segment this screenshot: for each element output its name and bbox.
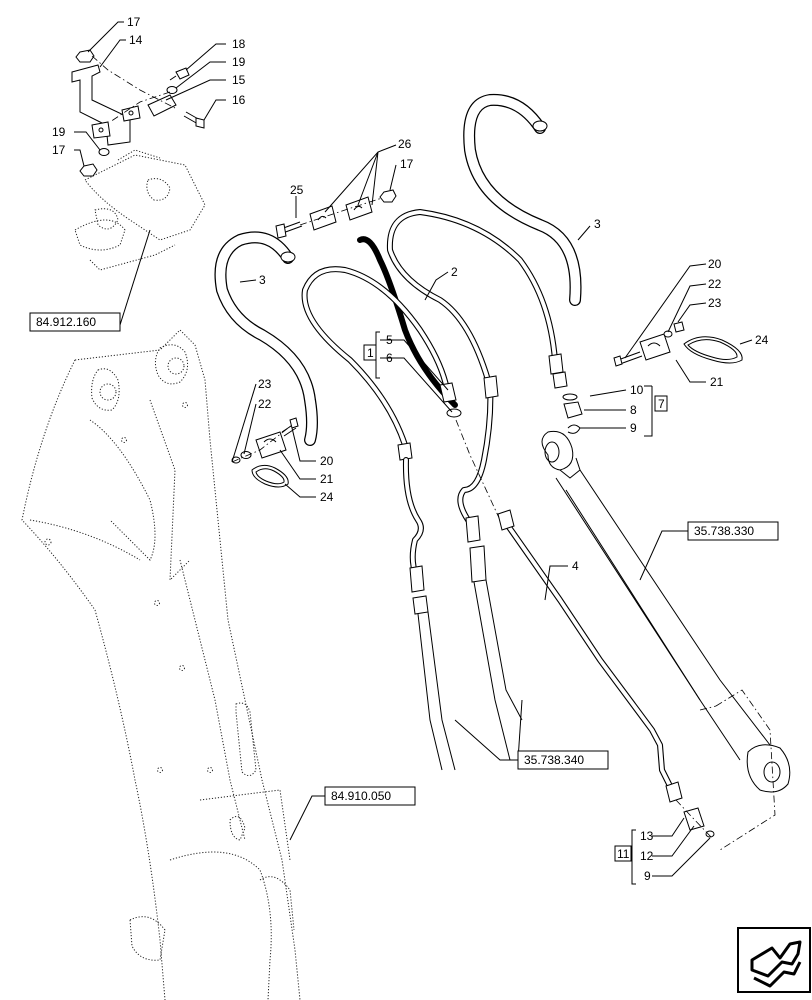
hose-to-cylinder-mid — [455, 375, 523, 761]
callout-14: 14 — [129, 33, 143, 47]
callout-3: 3 — [594, 217, 601, 231]
boom-outline — [21, 329, 301, 1000]
kit-box-11 — [614, 845, 632, 862]
callout-7: 7 — [658, 397, 665, 411]
clamp-assembly-right — [613, 321, 743, 367]
callout-9: 9 — [644, 869, 651, 883]
reference-box-boom-bracket[interactable] — [29, 312, 121, 332]
hydraulic-cylinder — [541, 393, 791, 851]
reference-boxes: 84.912.160 35.738.330 35.738.340 84.910.… — [29, 312, 779, 806]
callout-25: 25 — [290, 183, 304, 197]
reference-84-910-050[interactable]: 84.910.050 — [331, 789, 391, 803]
callout-19: 19 — [232, 55, 246, 69]
callout-17: 17 — [52, 143, 66, 157]
callout-19: 19 — [52, 125, 66, 139]
callout-11: 11 — [617, 847, 630, 861]
callout-16: 16 — [232, 93, 246, 107]
callout-1: 1 — [367, 346, 374, 360]
reference-84-912-160[interactable]: 84.912.160 — [36, 315, 96, 329]
callout-8: 8 — [630, 403, 637, 417]
kit-box-7 — [654, 395, 668, 412]
callout-2: 2 — [451, 265, 458, 279]
clamp-assembly-left — [231, 417, 299, 488]
hose-3-left — [214, 231, 318, 446]
callout-21: 21 — [320, 472, 334, 486]
callout-20: 20 — [320, 454, 334, 468]
reference-box-cylinder-top[interactable] — [687, 521, 779, 541]
callout-24: 24 — [755, 333, 769, 347]
boom-bracket-assembly — [71, 49, 206, 271]
callout-12: 12 — [640, 849, 654, 863]
callout-17: 17 — [127, 15, 141, 29]
clamp-assembly-top — [275, 189, 397, 239]
callout-15: 15 — [232, 73, 246, 87]
callout-23: 23 — [258, 377, 272, 391]
callout-23: 23 — [708, 296, 722, 310]
callout-22: 22 — [258, 397, 272, 411]
next-page-arrow-icon[interactable] — [737, 927, 811, 993]
callout-20: 20 — [708, 257, 722, 271]
reference-box-cylinder-mid[interactable] — [517, 750, 609, 770]
reference-35-738-340[interactable]: 35.738.340 — [524, 753, 584, 767]
reference-35-738-330[interactable]: 35.738.330 — [694, 524, 754, 538]
hose-3-right — [463, 93, 582, 306]
hose-1 — [301, 266, 462, 771]
callout-21: 21 — [710, 375, 724, 389]
callout-17: 17 — [400, 157, 414, 171]
callout-26: 26 — [398, 137, 412, 151]
callout-10: 10 — [630, 383, 644, 397]
callout-9: 9 — [630, 421, 637, 435]
callout-3: 3 — [259, 273, 266, 287]
hose-2 — [357, 209, 568, 408]
callout-24: 24 — [320, 490, 334, 504]
callout-18: 18 — [232, 37, 246, 51]
callout-4: 4 — [572, 559, 579, 573]
pipe-4 — [497, 509, 715, 839]
callout-13: 13 — [640, 829, 654, 843]
kit-box-1 — [363, 344, 377, 361]
callout-22: 22 — [708, 277, 722, 291]
callout-6: 6 — [386, 351, 393, 365]
reference-box-boom[interactable] — [324, 786, 416, 806]
callout-labels: 17 14 18 19 15 16 19 17 26 17 25 3 3 2 2… — [52, 15, 769, 883]
callout-5: 5 — [386, 333, 393, 347]
leader-lines — [74, 21, 753, 885]
